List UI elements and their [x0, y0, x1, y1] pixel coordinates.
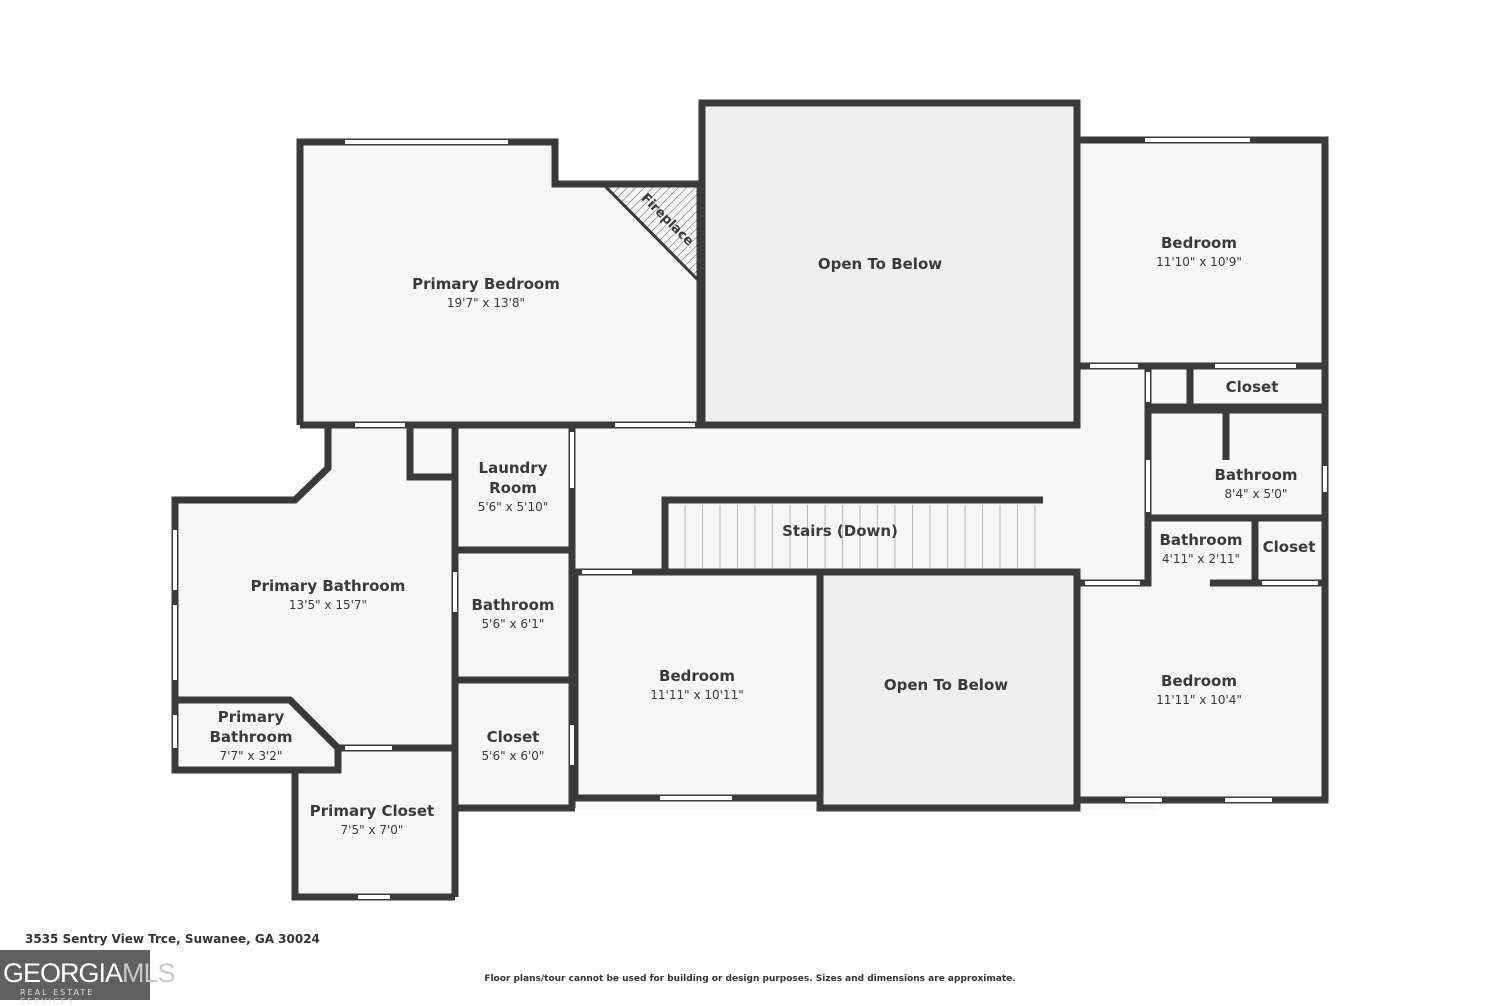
room-bathroom-mid: Bathroom 5'6" x 6'1"	[471, 595, 554, 633]
room-dims: 11'11" x 10'11"	[650, 688, 744, 702]
room-dims: 7'5" x 7'0"	[340, 823, 404, 837]
room-open-below-bottom: Open To Below	[884, 675, 1008, 695]
room-name: Open To Below	[883, 676, 1009, 694]
room-name: Bathroom	[1214, 466, 1298, 484]
room-name: Bathroom	[471, 596, 555, 614]
logo-text: GEORGIAMLS	[3, 958, 176, 988]
room-dims: 8'4" x 5'0"	[1224, 487, 1288, 501]
room-closet-right: Closet	[1263, 537, 1316, 557]
room-dims: 11'10" x 10'9"	[1156, 255, 1242, 269]
room-name: Primary Bedroom	[412, 275, 560, 293]
windows-doors	[173, 138, 1327, 899]
room-dims: 5'6" x 6'1"	[481, 617, 545, 631]
room-name: Open To Below	[817, 255, 943, 273]
room-name: Bedroom	[659, 667, 735, 685]
stairs-down: Stairs (Down)	[782, 521, 898, 541]
logo-subtitle: REAL ESTATE SERVICES	[20, 988, 95, 1006]
room-name: Bathroom	[209, 728, 293, 746]
room-dims: 4'11" x 2'11"	[1161, 552, 1241, 566]
room-dims: 5'6" x 6'0"	[481, 749, 545, 763]
room-primary-bathroom: Primary Bathroom 13'5" x 15'7"	[251, 576, 406, 614]
room-bathroom-small: Bathroom 4'11" x 2'11"	[1159, 530, 1242, 568]
room-bedroom-top-right: Bedroom 11'10" x 10'9"	[1156, 233, 1242, 271]
room-name: Primary	[217, 708, 285, 726]
room-name: Primary Bathroom	[250, 577, 406, 595]
room-dims: 11'11" x 10'4"	[1156, 693, 1242, 707]
open-below-bottom-area	[816, 568, 1081, 812]
address: 3535 Sentry View Trce, Suwanee, GA 30024	[25, 932, 320, 946]
room-bedroom-mid: Bedroom 11'11" x 10'11"	[650, 666, 743, 704]
room-primary-bedroom: Primary Bedroom 19'7" x 13'8"	[412, 274, 560, 312]
room-name: Stairs (Down)	[782, 522, 898, 540]
room-closet-mid: Closet 5'6" x 6'0"	[482, 727, 545, 765]
open-below-top-area	[698, 99, 1081, 429]
room-bathroom-right: Bathroom 8'4" x 5'0"	[1214, 465, 1297, 503]
stair-treads	[684, 505, 1036, 568]
room-name: Closet	[486, 728, 540, 746]
room-open-below-top: Open To Below	[818, 254, 942, 274]
room-name: Closet	[1225, 378, 1279, 396]
disclaimer: Floor plans/tour cannot be used for buil…	[484, 974, 1016, 984]
room-name: Bedroom	[1161, 234, 1237, 252]
room-dims: 19'7" x 13'8"	[446, 296, 526, 310]
room-bedroom-bottom-right: Bedroom 11'11" x 10'4"	[1156, 671, 1242, 709]
room-closet-top-right: Closet	[1226, 377, 1279, 397]
room-primary-closet: Primary Closet 7'5" x 7'0"	[310, 801, 434, 839]
georgia-mls-logo: GEORGIAMLS REAL ESTATE SERVICES	[0, 950, 176, 1006]
room-name: Closet	[1262, 538, 1316, 556]
room-dims: 5'6" x 5'10"	[477, 500, 549, 514]
room-dims: 7'7" x 3'2"	[219, 749, 283, 763]
room-name: Bedroom	[1161, 672, 1237, 690]
room-name: Room	[489, 479, 537, 497]
room-name: Laundry	[478, 459, 548, 477]
room-name: Bathroom	[1159, 531, 1243, 549]
room-dims: 13'5" x 15'7"	[288, 598, 368, 612]
room-name: Primary Closet	[309, 802, 435, 820]
